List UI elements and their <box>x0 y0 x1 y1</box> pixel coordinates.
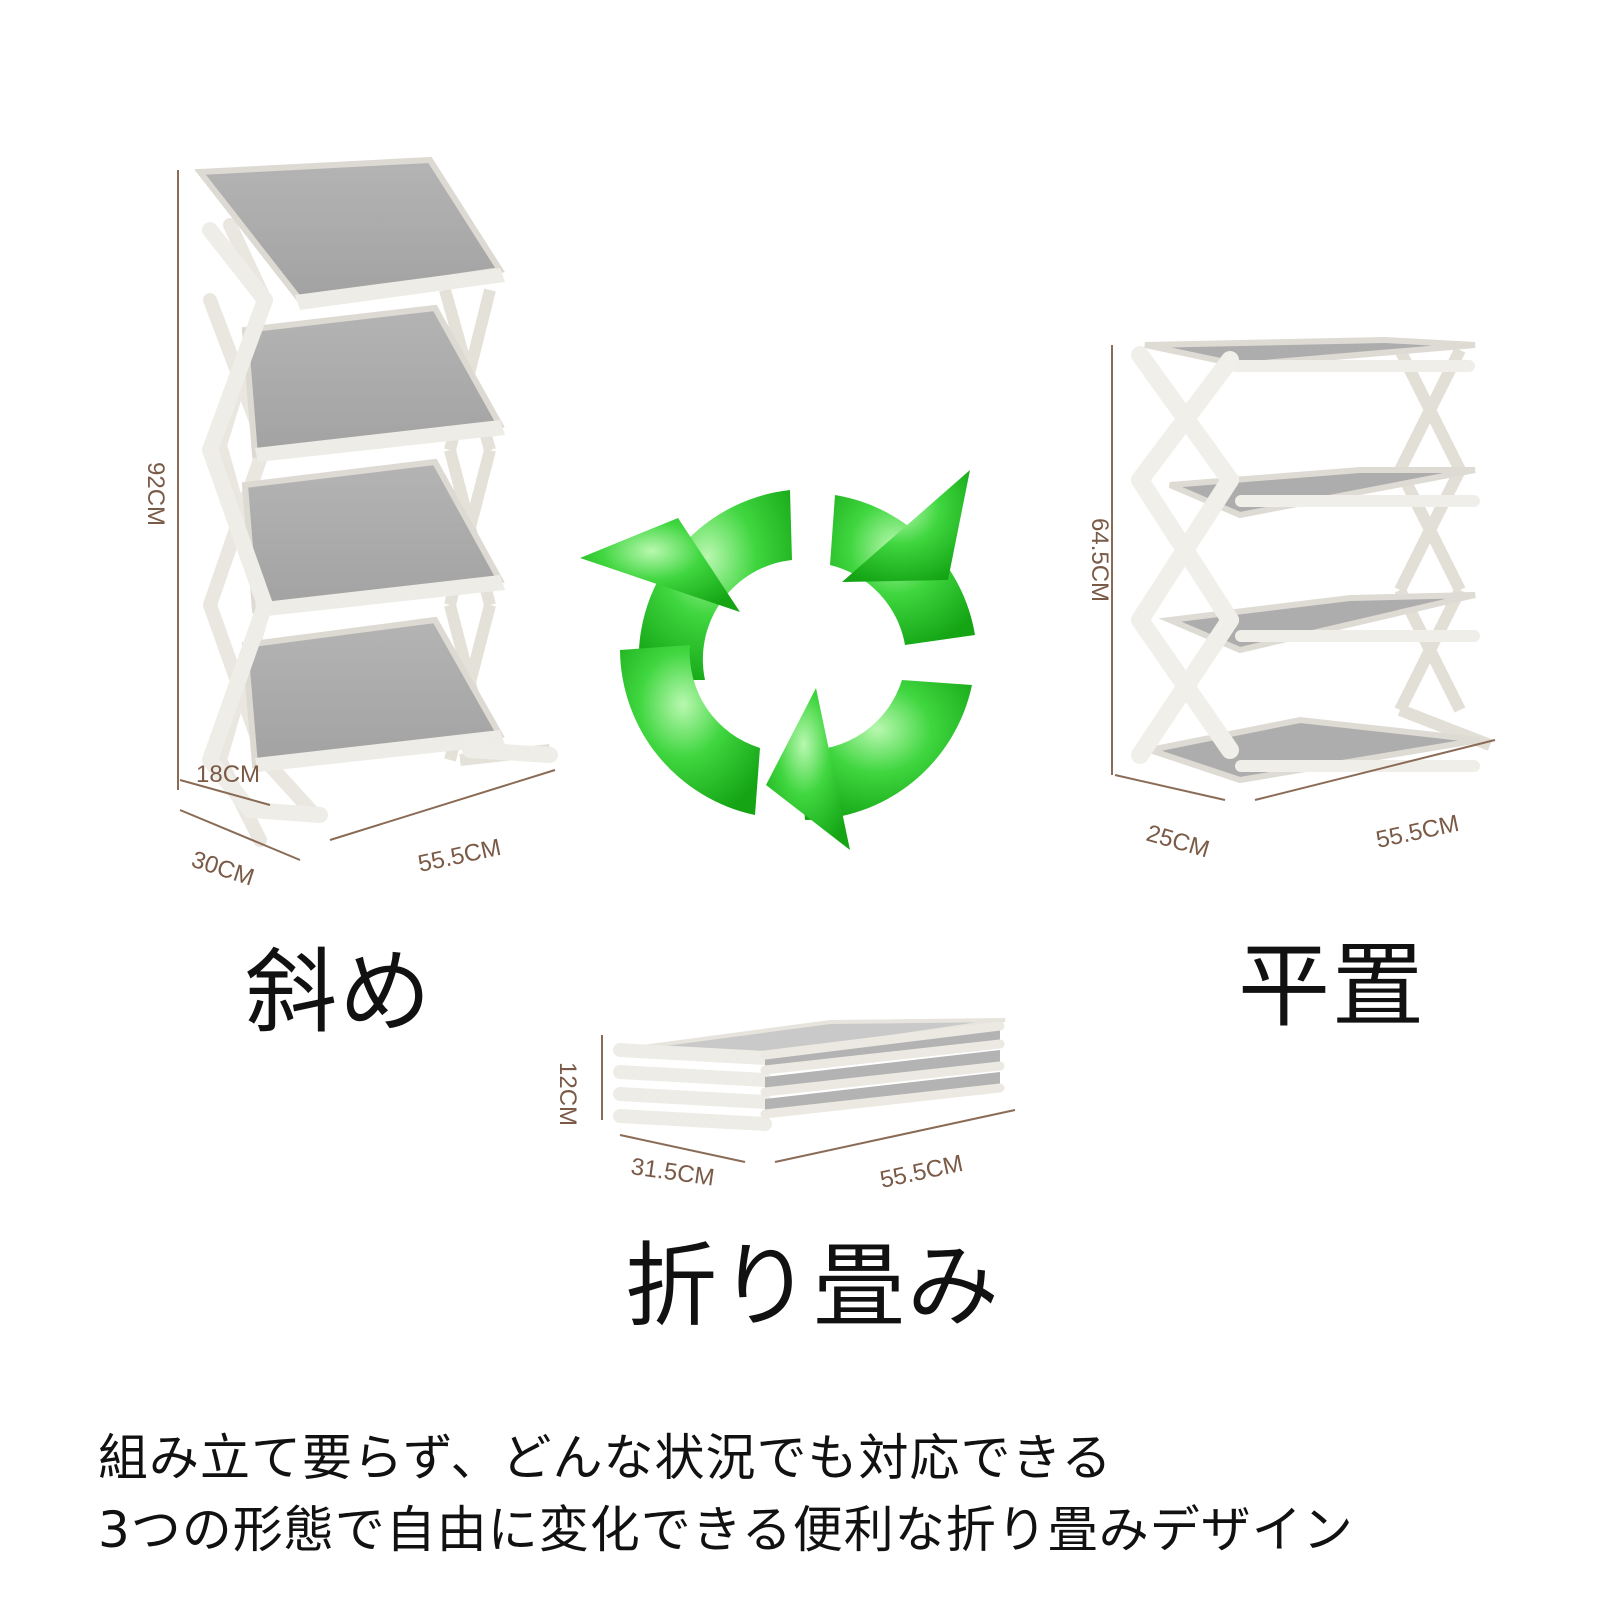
folded-rack-illustration <box>601 1018 1016 1163</box>
recycle-arrows-icon <box>580 470 975 850</box>
slanted-depth-label: 30CM <box>188 846 257 891</box>
folded-height-label: 12CM <box>554 1062 581 1126</box>
slanted-mode-label: 斜め <box>245 939 434 1046</box>
flat-rack-illustration <box>1111 336 1496 801</box>
slanted-height-label: 92CM <box>142 462 169 526</box>
slanted-tilt-label: 18CM <box>196 761 260 788</box>
flat-mode-label: 平置 <box>1238 933 1427 1040</box>
flat-height-label: 64.5CM <box>1086 518 1113 602</box>
caption-line-2: 3つの形態で自由に変化できる便利な折り畳みデザイン <box>98 1501 1354 1559</box>
caption-line-1: 組み立て要らず、どんな状況でも対応できる <box>98 1429 1113 1487</box>
slanted-width-label: 55.5CM <box>416 834 504 878</box>
slanted-rack-illustration <box>177 156 558 861</box>
folded-mode-label: 折り畳み <box>625 1233 1002 1340</box>
